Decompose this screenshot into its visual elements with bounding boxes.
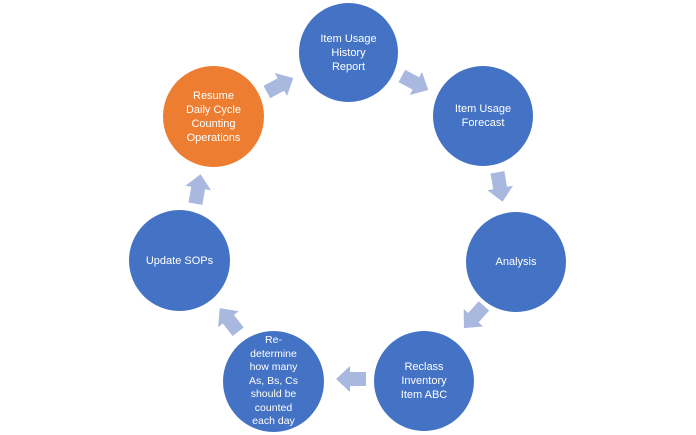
arrow-icon bbox=[260, 65, 301, 106]
node-item-usage-forecast: Item Usage Forecast bbox=[433, 66, 533, 166]
node-label: Item Usage Forecast bbox=[454, 103, 512, 129]
node-item-usage-history-report: Item Usage History Report bbox=[299, 3, 398, 102]
node-resume-daily-cycle-counting: Resume Daily Cycle Counting Operations bbox=[163, 66, 264, 167]
node-update-sops: Update SOPs bbox=[129, 210, 230, 311]
arrow-icon bbox=[395, 63, 436, 104]
node-label: Item Usage History Report bbox=[320, 32, 377, 73]
node-label: Resume Daily Cycle Counting Operations bbox=[185, 89, 241, 144]
arrow-icon bbox=[336, 364, 366, 394]
arrow-icon bbox=[483, 170, 518, 205]
arrow-icon bbox=[453, 296, 495, 338]
node-label: Reclass Inventory Item ABC bbox=[400, 361, 448, 401]
node-label: Update SOPs bbox=[145, 254, 214, 267]
node-label: Analysis bbox=[495, 256, 537, 268]
arrow-icon bbox=[208, 299, 250, 341]
node-reclass-inventory-item-abc: Reclass Inventory Item ABC bbox=[374, 331, 474, 431]
node-label: Re- determine how many As, Bs, Cs should… bbox=[248, 334, 298, 428]
node-redetermine-abc-counts: Re- determine how many As, Bs, Cs should… bbox=[223, 331, 324, 432]
node-analysis: Analysis bbox=[466, 212, 566, 312]
arrow-icon bbox=[181, 172, 216, 207]
